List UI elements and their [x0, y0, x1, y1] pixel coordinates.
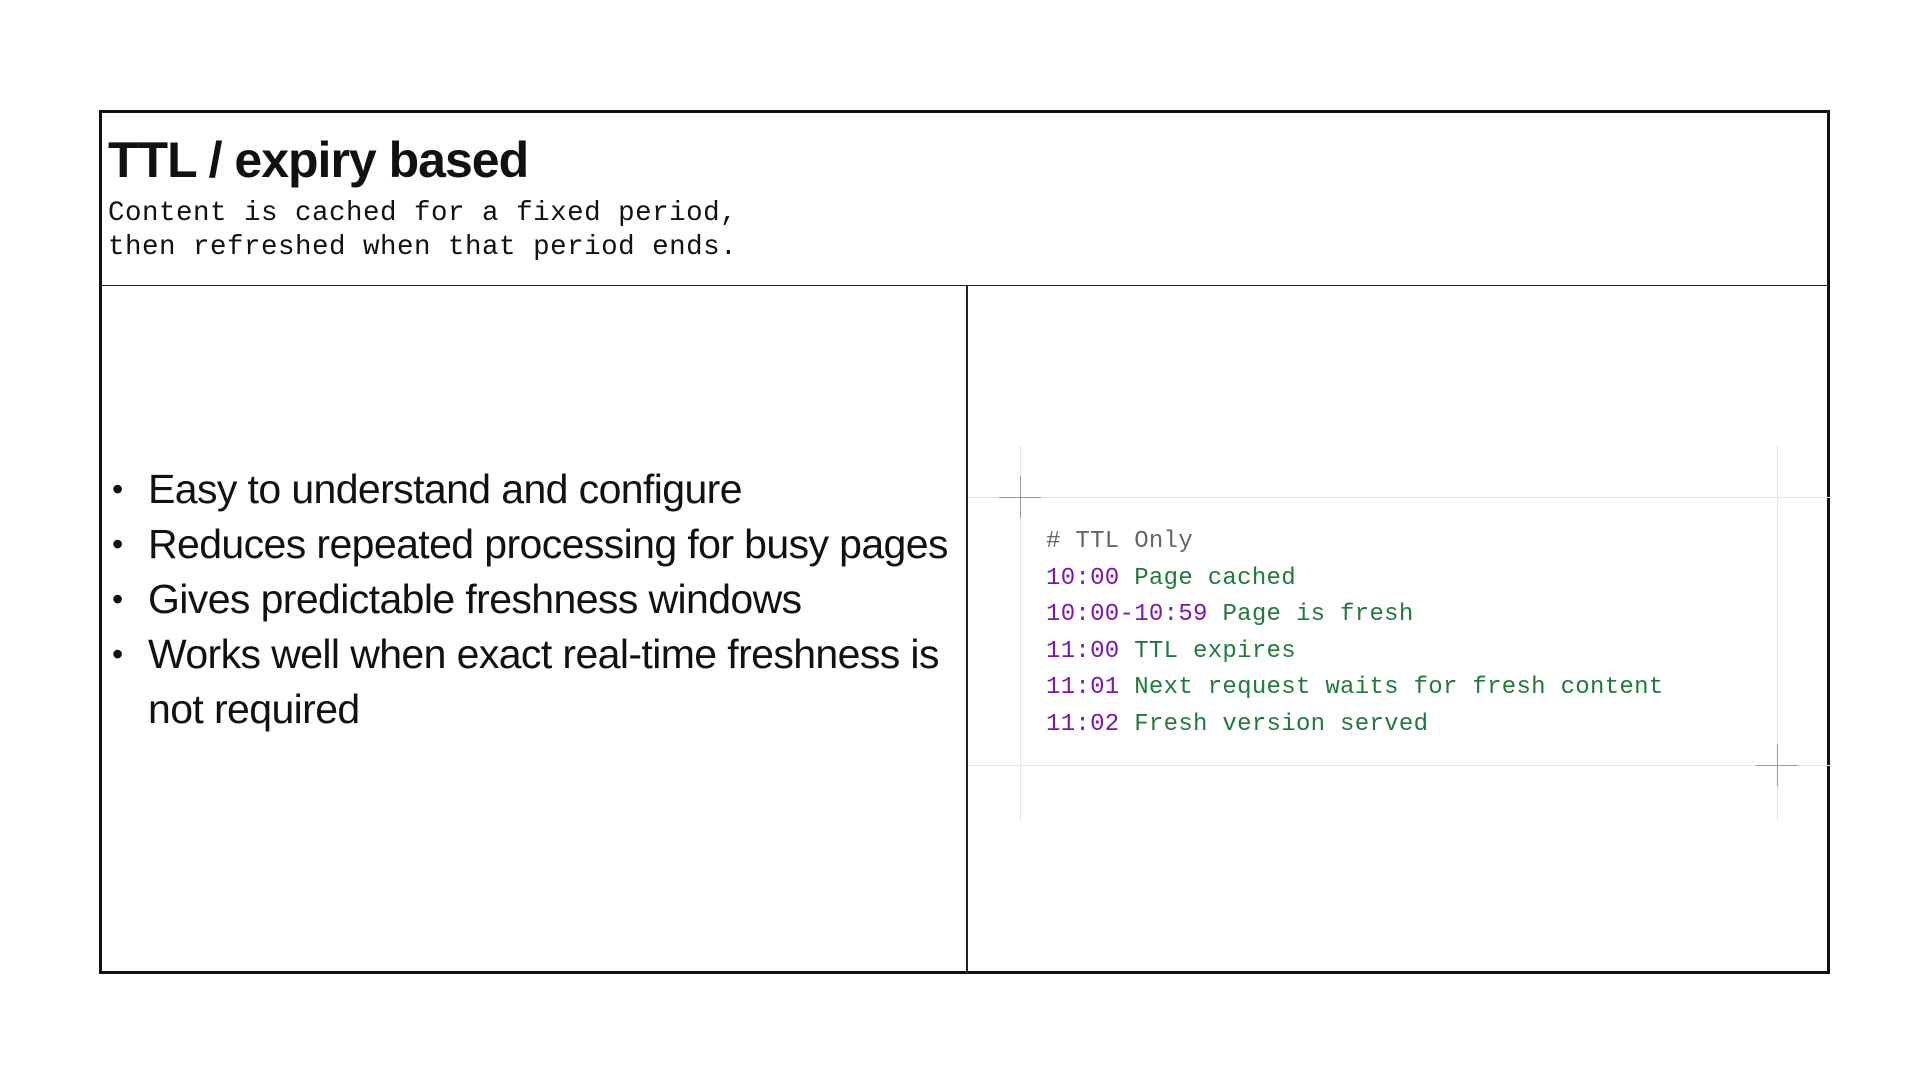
- slide-title: TTL / expiry based: [108, 132, 529, 188]
- code-event: Page cached: [1134, 564, 1296, 592]
- column-divider: [966, 286, 968, 974]
- code-timestamp: 10:00: [1046, 564, 1120, 592]
- code-event: TTL expires: [1134, 637, 1296, 665]
- code-event: Fresh version served: [1134, 710, 1429, 738]
- code-event: Page is fresh: [1222, 601, 1414, 628]
- code-line: 10:00-10:59 Page is fresh: [1046, 597, 1664, 634]
- code-line: 10:00 Page cached: [1046, 561, 1664, 598]
- benefit-item: Gives predictable freshness windows: [112, 572, 962, 627]
- code-timestamp: 11:01: [1046, 674, 1120, 701]
- slide-subtitle: Content is cached for a fixed period, th…: [108, 197, 737, 265]
- code-line: 11:01 Next request waits for fresh conte…: [1046, 670, 1664, 707]
- guide-line-bottom: [968, 765, 1830, 766]
- benefits-list: Easy to understand and configure Reduces…: [112, 462, 962, 737]
- slide-frame: TTL / expiry based Content is cached for…: [99, 110, 1830, 974]
- crosshair-bottom-right-icon: [1756, 744, 1798, 786]
- code-timestamp: 11:02: [1046, 710, 1120, 738]
- code-timestamp: 11:00: [1046, 637, 1120, 665]
- code-event: Next request waits for fresh content: [1134, 674, 1664, 701]
- guide-line-right: [1777, 446, 1778, 821]
- benefit-item: Works well when exact real-time freshnes…: [112, 627, 962, 737]
- benefit-item: Reduces repeated processing for busy pag…: [112, 517, 962, 572]
- subtitle-line: Content is cached for a fixed period,: [108, 198, 738, 229]
- slide-header: TTL / expiry based Content is cached for…: [102, 113, 1827, 286]
- benefit-item: Easy to understand and configure: [112, 462, 962, 517]
- code-timestamp: 10:00-10:59: [1046, 601, 1208, 628]
- guide-line-top: [968, 497, 1830, 498]
- subtitle-line: then refreshed when that period ends.: [108, 232, 738, 263]
- guide-line-left: [1020, 446, 1021, 821]
- benefits-panel: Easy to understand and configure Reduces…: [102, 286, 966, 974]
- code-line: 11:02 Fresh version served: [1046, 707, 1664, 744]
- code-comment: # TTL Only: [1046, 528, 1194, 555]
- crosshair-top-left-icon: [999, 476, 1041, 518]
- code-line: 11:00 TTL expires: [1046, 634, 1664, 671]
